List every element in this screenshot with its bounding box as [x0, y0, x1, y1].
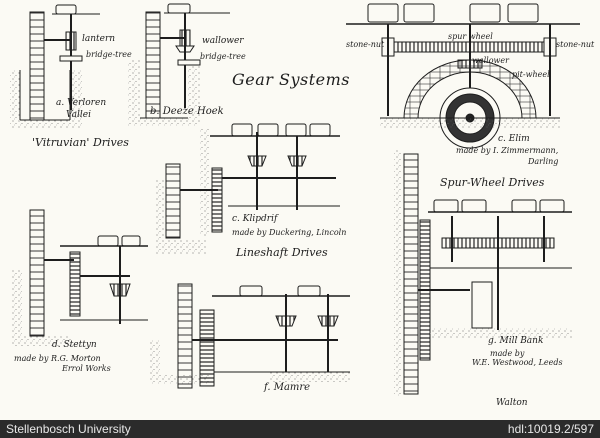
caption-mill-bank-line3: W.E. Westwood, Leeds	[472, 358, 563, 367]
caption-c-line2: made by I. Zimmermann,	[456, 146, 559, 155]
label-wallower-b: wallower	[202, 36, 244, 46]
label-wallower-c: wallower	[472, 56, 509, 65]
caption-mamre: f. Mamre	[264, 382, 311, 393]
label-spur-wheel: spur wheel	[448, 32, 493, 41]
footer-institution: Stellenbosch University	[6, 422, 131, 436]
caption-stettyn-line1: d. Stettyn	[52, 340, 97, 350]
artist-signature: Walton	[496, 398, 528, 408]
drive-f-mamre	[150, 283, 350, 389]
drive-b-deeze-hoek	[128, 3, 230, 126]
caption-klipdrif-line2: made by Duckering, Lincoln	[232, 228, 347, 237]
label-stone-nut-right: stone-nut	[556, 40, 595, 49]
label-bridge-tree-b: bridge-tree	[200, 52, 246, 61]
drive-g-mill-bank	[394, 150, 572, 396]
section-spur-wheel-drives: Spur-Wheel Drives	[440, 176, 545, 189]
drive-a-verloren-vallei	[10, 4, 100, 128]
label-stone-nut-left: stone-nut	[346, 40, 385, 49]
caption-stettyn-line2: made by R.G. Morton	[14, 354, 101, 363]
drive-e-stettyn	[12, 209, 148, 346]
caption-b: b. Deeze Hoek	[150, 106, 224, 117]
caption-klipdrif-line1: c. Klipdrif	[232, 214, 278, 224]
caption-mill-bank-line1: g. Mill Bank	[488, 336, 544, 346]
label-lantern: lantern	[82, 34, 116, 44]
caption-c-line1: c. Elim	[498, 134, 530, 144]
footer-handle: hdl:10019.2/597	[507, 422, 594, 436]
label-bridge-tree-a: bridge-tree	[86, 50, 132, 59]
caption-a-line2: Vallei	[66, 110, 92, 120]
caption-c-line3: Darling	[528, 157, 559, 166]
drawing-title: Gear Systems	[232, 70, 351, 89]
drive-c-elim	[346, 3, 580, 149]
archive-footer-bar: Stellenbosch University hdl:10019.2/597	[0, 420, 600, 438]
label-pit-wheel: pit-wheel	[512, 70, 550, 79]
section-lineshaft-drives: Lineshaft Drives	[236, 246, 328, 259]
caption-stettyn-line3: Errol Works	[62, 364, 111, 373]
drive-d-klipdrif	[156, 123, 340, 254]
caption-a-line1: a. Verloren	[56, 98, 107, 108]
caption-mill-bank-line2: made by	[490, 349, 525, 358]
gear-drawing-illustration	[10, 3, 580, 396]
section-vitruvian-drives: 'Vitruvian' Drives	[32, 136, 129, 149]
